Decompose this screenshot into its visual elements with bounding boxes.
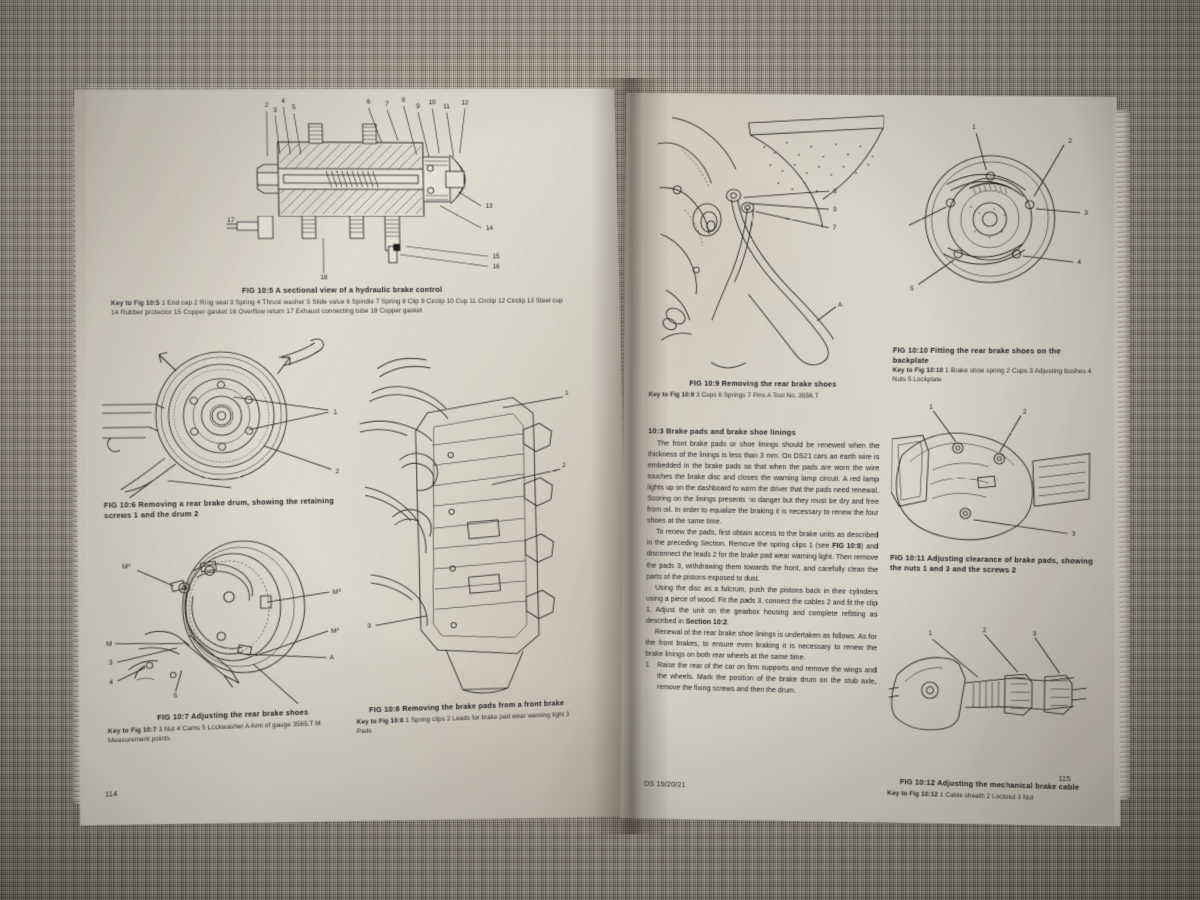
figure-10-11: 1 2 3 xyxy=(890,398,1092,554)
svg-text:12: 12 xyxy=(461,100,469,107)
svg-text:3: 3 xyxy=(109,659,113,666)
svg-text:5: 5 xyxy=(910,285,914,292)
svg-text:4: 4 xyxy=(281,98,285,105)
svg-text:A: A xyxy=(838,302,843,309)
svg-text:2: 2 xyxy=(1068,138,1072,145)
svg-text:17: 17 xyxy=(227,217,235,224)
svg-text:M2: M2 xyxy=(122,562,131,571)
section-body: The front brake pads or shoe linings sho… xyxy=(645,438,879,665)
svg-text:15: 15 xyxy=(492,253,500,260)
svg-text:6: 6 xyxy=(367,99,371,106)
svg-text:5: 5 xyxy=(174,692,178,699)
svg-text:2: 2 xyxy=(336,468,340,475)
svg-text:7: 7 xyxy=(833,225,837,232)
key-title: Key to Fig 10:12 xyxy=(887,789,939,799)
svg-text:3: 3 xyxy=(1033,630,1037,637)
paragraph: Using the disc as a fulcrum, push the pi… xyxy=(645,584,878,627)
section-heading: 10:3 Brake pads and brake shoe linings xyxy=(648,426,797,437)
figure-10-9: 6 3 7 A xyxy=(649,101,888,376)
key-title: Key to Fig 10:10 xyxy=(892,366,944,375)
svg-text:13: 13 xyxy=(485,203,493,210)
svg-text:2: 2 xyxy=(1023,409,1027,416)
svg-text:5: 5 xyxy=(292,104,296,111)
svg-text:4: 4 xyxy=(109,679,113,686)
figure-10-11-caption: FIG 10:11 Adjusting clearance of brake p… xyxy=(890,553,1094,575)
figure-10-6: 1 2 xyxy=(101,334,362,502)
figure-10-7: M2 M3 M1 M 3 4 5 A xyxy=(104,530,365,712)
svg-text:3: 3 xyxy=(1084,210,1088,217)
svg-text:7: 7 xyxy=(385,101,389,108)
svg-text:8: 8 xyxy=(402,97,406,104)
svg-text:2: 2 xyxy=(562,462,566,469)
paragraph: To renew the pads, first obtain access t… xyxy=(646,528,879,583)
key-items: 1 Cable sheath 2 Locknut 3 Nut xyxy=(939,791,1034,802)
svg-text:1: 1 xyxy=(333,409,337,416)
figure-10-9-key: Key to Fig 10:9 3 Cups 6 Springs 7 Pins … xyxy=(649,390,878,401)
figure-10-8: 1 2 3 xyxy=(358,332,576,703)
left-page-folio: 114 xyxy=(104,788,118,799)
figure-10-5-caption: FIG 10:5 A sectional view of a hydraulic… xyxy=(241,285,443,296)
svg-text:6: 6 xyxy=(833,188,837,195)
key-title: Key to Fig 10:5 xyxy=(110,299,160,308)
figure-10-10-key: Key to Fig 10:10 1 Brake shoe spring 2 C… xyxy=(892,366,1092,386)
key-items: 1 End cap 2 Ring seal 3 Spring 4 Thrust … xyxy=(111,297,563,317)
right-page-folio: 115 xyxy=(1058,773,1071,784)
figure-10-12: 1 2 3 xyxy=(888,618,1090,779)
svg-text:3: 3 xyxy=(273,107,277,114)
svg-text:3: 3 xyxy=(833,206,837,213)
key-items: 3 Cups 6 Springs 7 Pins A Tool No. 3556.… xyxy=(696,391,819,400)
key-title: Key to Fig 10:9 xyxy=(648,391,695,399)
svg-text:18: 18 xyxy=(320,274,328,281)
item-number: 1 xyxy=(645,661,650,669)
figure-10-6-caption: FIG 10:6 Removing a rear brake drum, sho… xyxy=(103,496,335,521)
svg-text:2: 2 xyxy=(265,102,269,109)
svg-text:M1: M1 xyxy=(331,626,340,635)
svg-text:1: 1 xyxy=(565,390,569,397)
svg-text:2: 2 xyxy=(983,627,987,634)
svg-text:9: 9 xyxy=(416,103,420,110)
figure-10-9-caption: FIG 10:9 Removing the rear brake shoes xyxy=(689,379,837,389)
figure-10-10-caption: FIG 10:10 Fitting the rear brake shoes o… xyxy=(892,346,1061,366)
key-title: Key to Fig 10:8 xyxy=(356,717,404,727)
svg-text:1: 1 xyxy=(929,404,933,411)
svg-text:14: 14 xyxy=(486,225,494,232)
right-page-footer: DS 19/20/21 xyxy=(643,778,686,790)
svg-text:M3: M3 xyxy=(332,588,341,597)
figure-10-5-key: Key to Fig 10:5 1 End cap 2 Ring seal 3 … xyxy=(111,296,568,318)
svg-text:3: 3 xyxy=(1072,530,1076,537)
svg-text:1: 1 xyxy=(929,630,933,637)
svg-text:1: 1 xyxy=(972,124,976,131)
svg-text:M: M xyxy=(106,641,112,648)
svg-text:3: 3 xyxy=(367,623,371,630)
paragraph: The front brake pads or shoe linings sho… xyxy=(647,440,880,527)
figure-10-10: 1 2 3 4 5 xyxy=(893,110,1096,345)
key-title: Key to Fig 10:7 xyxy=(107,726,157,736)
svg-text:10: 10 xyxy=(429,99,437,106)
svg-text:11: 11 xyxy=(443,103,450,110)
svg-text:4: 4 xyxy=(1077,259,1081,266)
svg-text:16: 16 xyxy=(493,263,501,270)
svg-text:A: A xyxy=(330,654,335,661)
right-page: 6 3 7 A FIG 10:9 Removing the rear brake… xyxy=(615,78,1132,841)
section-10-3: 10:3 Brake pads and brake shoe linings T… xyxy=(645,426,879,699)
